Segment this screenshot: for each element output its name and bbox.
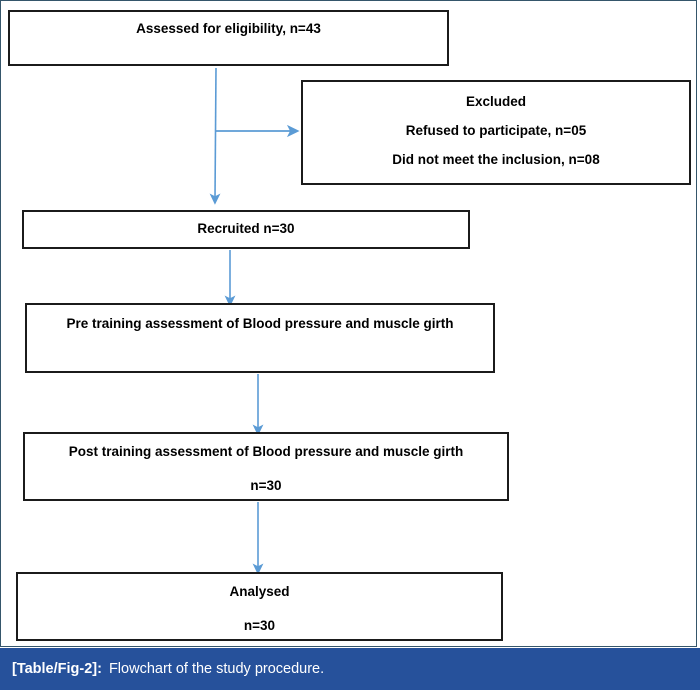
node-post-training-assessment: Post training assessment of Blood pressu… xyxy=(23,432,509,501)
node-excluded: Excluded Refused to participate, n=05 Di… xyxy=(301,80,691,185)
figure-caption-label: [Table/Fig-2]: xyxy=(12,661,102,677)
node-post-training-count: n=30 xyxy=(250,477,282,493)
node-analysed: Analysed n=30 xyxy=(16,572,503,641)
node-post-training-text: Post training assessment of Blood pressu… xyxy=(68,444,464,459)
node-assessed-for-eligibility: Assessed for eligibility, n=43 xyxy=(8,10,449,66)
node-analysed-count: n=30 xyxy=(243,617,276,633)
node-pre-training-assessment: Pre training assessment of Blood pressur… xyxy=(25,303,495,373)
node-assessed-text: Assessed for eligibility, n=43 xyxy=(136,21,321,36)
node-excluded-title: Excluded xyxy=(465,94,527,109)
figure-caption-text: Flowchart of the study procedure. xyxy=(108,661,325,677)
figure-caption-bar: [Table/Fig-2]: Flowchart of the study pr… xyxy=(0,648,700,690)
node-recruited-text: Recruited n=30 xyxy=(197,221,295,237)
node-recruited: Recruited n=30 xyxy=(22,210,470,249)
node-excluded-reason-refused: Refused to participate, n=05 xyxy=(405,122,587,138)
node-analysed-title: Analysed xyxy=(229,584,290,599)
node-pre-training-text: Pre training assessment of Blood pressur… xyxy=(66,316,454,331)
node-excluded-reason-inclusion: Did not meet the inclusion, n=08 xyxy=(392,151,600,167)
